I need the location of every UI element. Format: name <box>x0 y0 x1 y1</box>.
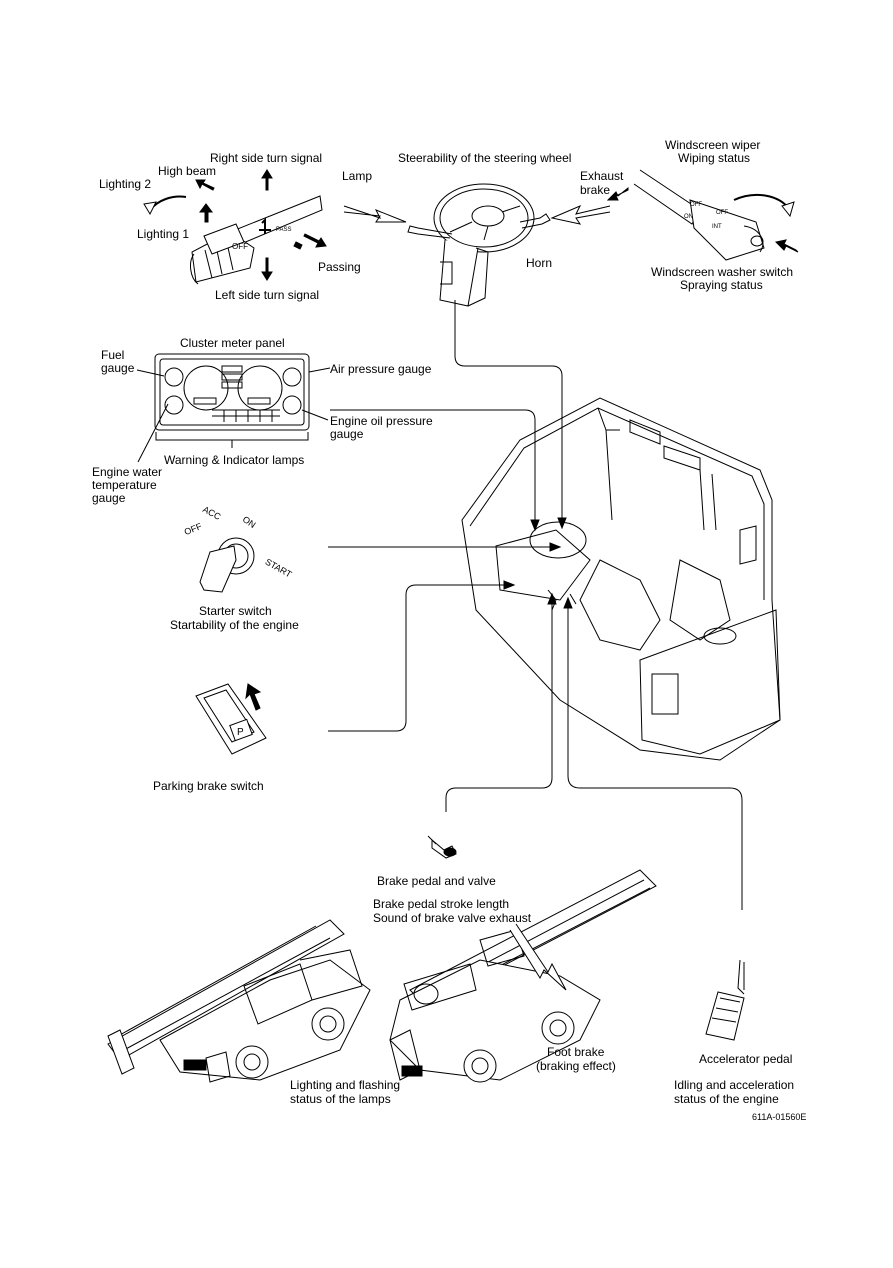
off-mark: OFF <box>232 242 248 251</box>
right-turn-label: Right side turn signal <box>210 151 323 165</box>
brake-stroke-label-2: Sound of brake valve exhaust <box>373 911 532 925</box>
wiper-label-1: Windscreen wiper <box>665 138 761 152</box>
accel-pedal-label: Accelerator pedal <box>699 1052 793 1066</box>
pass-mark: PASS <box>276 227 292 233</box>
wiper-curved-arrow <box>733 193 789 209</box>
lighting-status-label-2: status of the lamps <box>290 1092 391 1106</box>
lighting1-label: Lighting 1 <box>137 227 190 241</box>
on-mark: ON <box>241 514 258 530</box>
brake-pedal-drawing <box>427 835 457 859</box>
wiper-switch-drawing: OFF ON INT OFF <box>633 169 765 261</box>
acc-mark: ACC <box>201 504 223 522</box>
passing-arrow <box>293 233 327 250</box>
combination-switch-drawing: OFF PASS <box>190 195 323 285</box>
crane-middle-drawing <box>389 869 657 1083</box>
cab-interior-drawing <box>461 397 781 761</box>
wiper-int-mark: INT <box>712 224 722 230</box>
water-temp-label-2: temperature <box>92 478 157 492</box>
washer-label-1: Windscreen washer switch <box>651 265 794 279</box>
leader-accel <box>567 606 743 910</box>
steering-wheel-drawing <box>407 183 551 307</box>
foot-brake-label-2: (braking effect) <box>536 1059 616 1073</box>
wiper-label-2: Wiping status <box>678 151 751 165</box>
figure-code: 611A-01560E <box>752 1112 807 1122</box>
water-temp-label-3: gauge <box>92 491 126 505</box>
parking-arrow <box>245 683 262 711</box>
leader-steering <box>454 300 563 520</box>
combination-switch-arrows <box>195 169 327 281</box>
cluster-leaders <box>136 367 331 463</box>
left-turn-arrow <box>261 257 273 281</box>
parking-p-mark: P <box>237 727 244 738</box>
idling-label-1: Idling and acceleration <box>674 1078 795 1092</box>
air-pressure-label: Air pressure gauge <box>330 362 432 376</box>
high-beam-arrow <box>195 179 215 191</box>
idling-label-2: status of the engine <box>674 1092 779 1106</box>
water-temp-label-1: Engine water <box>92 465 163 479</box>
steerability-label: Steerability of the steering wheel <box>398 151 572 165</box>
leader-parking <box>328 584 506 732</box>
exhaust-brake-label-1: Exhaust <box>580 169 624 183</box>
start-mark: START <box>264 557 294 580</box>
right-turn-arrow <box>261 169 273 191</box>
lamp-label: Lamp <box>342 169 373 183</box>
washer-label-2: Spraying status <box>680 278 763 292</box>
starter-label-1: Starter switch <box>199 604 272 618</box>
fuel-label-1: Fuel <box>101 348 125 362</box>
warning-lamps-label: Warning & Indicator lamps <box>164 453 305 467</box>
lighting-status-label-1: Lighting and flashing <box>290 1078 401 1092</box>
cluster-panel-label: Cluster meter panel <box>180 336 285 350</box>
starter-off-mark: OFF <box>183 521 204 537</box>
cluster-meter-panel <box>154 353 310 448</box>
leader-brake <box>445 602 553 812</box>
oil-pressure-label-1: Engine oil pressure <box>330 414 433 428</box>
oil-pressure-label-2: gauge <box>330 427 364 441</box>
high-beam-label: High beam <box>158 164 217 178</box>
lamp-zigzag-arrow <box>343 205 407 223</box>
leader-cluster <box>330 409 536 524</box>
parking-brake-label: Parking brake switch <box>153 779 264 793</box>
brake-stroke-label-1: Brake pedal stroke length <box>373 897 510 911</box>
crane-left-drawing <box>107 919 371 1083</box>
lamp-lever <box>407 225 453 239</box>
exhaust-zigzag-arrow <box>550 205 611 225</box>
starter-label-2: Startability of the engine <box>170 618 299 632</box>
wiper-on-mark: ON <box>684 214 693 220</box>
washer-arrow <box>774 239 799 253</box>
starter-switch-drawing: ACC ON OFF START <box>183 504 294 593</box>
wiper-off-mark: OFF <box>690 202 702 208</box>
exhaust-lever <box>519 213 551 229</box>
parking-brake-drawing: P <box>195 683 267 755</box>
left-turn-label: Left side turn signal <box>215 288 320 302</box>
foot-brake-label-1: Foot brake <box>547 1045 605 1059</box>
brake-pedal-label: Brake pedal and valve <box>377 874 496 888</box>
lighting1-arrow <box>199 203 213 223</box>
horn-label: Horn <box>526 256 553 270</box>
lighting2-label: Lighting 2 <box>99 177 152 191</box>
fuel-label-2: gauge <box>101 361 135 375</box>
exhaust-brake-label-2: brake <box>580 183 611 197</box>
exhaust-arrow <box>606 186 629 201</box>
passing-label: Passing <box>318 260 361 274</box>
brake-stroke-arrow <box>509 923 567 991</box>
accelerator-pedal-drawing <box>705 959 745 1041</box>
wiper-off2-mark: OFF <box>716 210 728 216</box>
